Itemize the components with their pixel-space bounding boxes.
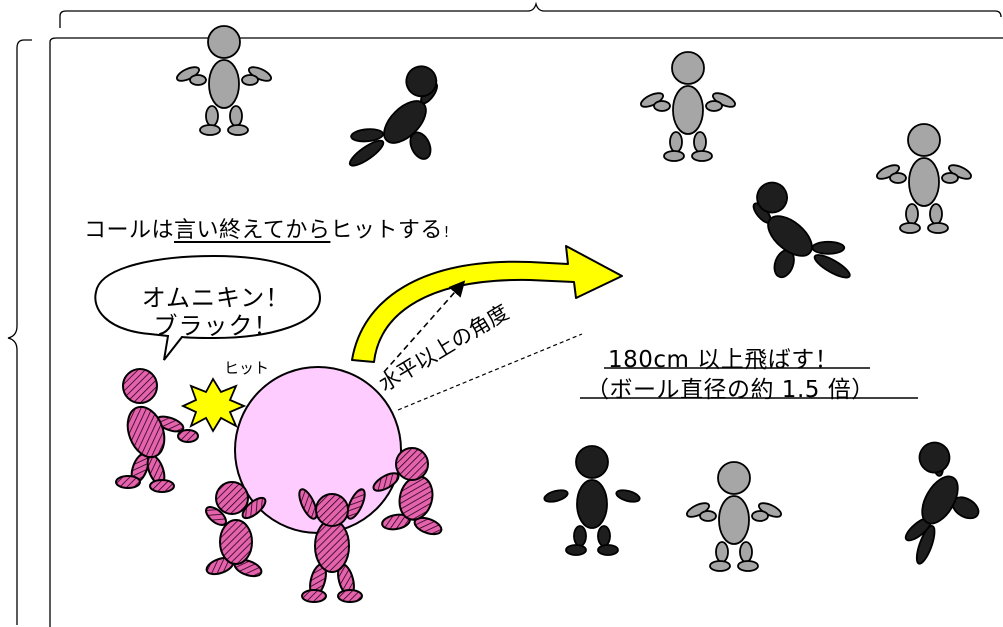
call-instruction-suffix: ヒットする <box>330 218 443 243</box>
hit-impact-burst <box>180 377 247 433</box>
speech-bubble-line-1: オムニキン！ <box>141 284 291 312</box>
black-player-running <box>752 181 851 279</box>
gray-player <box>176 25 272 136</box>
call-instruction-mark: ！ <box>442 225 458 241</box>
call-instruction-emphasis: 言い終えてから <box>174 218 331 243</box>
speech-bubble <box>94 254 322 361</box>
horizontal-reference-line <box>397 333 583 411</box>
call-instruction-prefix: コールは <box>84 218 175 243</box>
trajectory-arrow <box>351 245 623 363</box>
pink-player-hitter <box>115 368 199 493</box>
court-border <box>49 37 1003 627</box>
speech-bubble-line-2: ブラック！ <box>153 312 279 340</box>
pink-player-holder <box>205 481 267 578</box>
black-player <box>543 445 641 556</box>
gray-player <box>686 461 782 572</box>
hit-label: ヒット <box>224 359 270 377</box>
pink-player-holder <box>298 488 366 603</box>
gray-player <box>876 123 972 234</box>
left-bracket <box>7 39 32 625</box>
distance-note-line-2: （ボール直径の約 1.5 倍） <box>586 377 875 403</box>
gray-player <box>640 51 736 162</box>
black-player-running <box>904 441 980 565</box>
pink-player-holder <box>372 447 443 536</box>
black-player-running <box>348 65 438 167</box>
call-instruction: コールは言い終えてからヒットする！ <box>84 212 457 244</box>
top-bracket <box>59 1 1002 28</box>
distance-note-line-1: 180cm 以上飛ばす！ <box>608 347 839 373</box>
